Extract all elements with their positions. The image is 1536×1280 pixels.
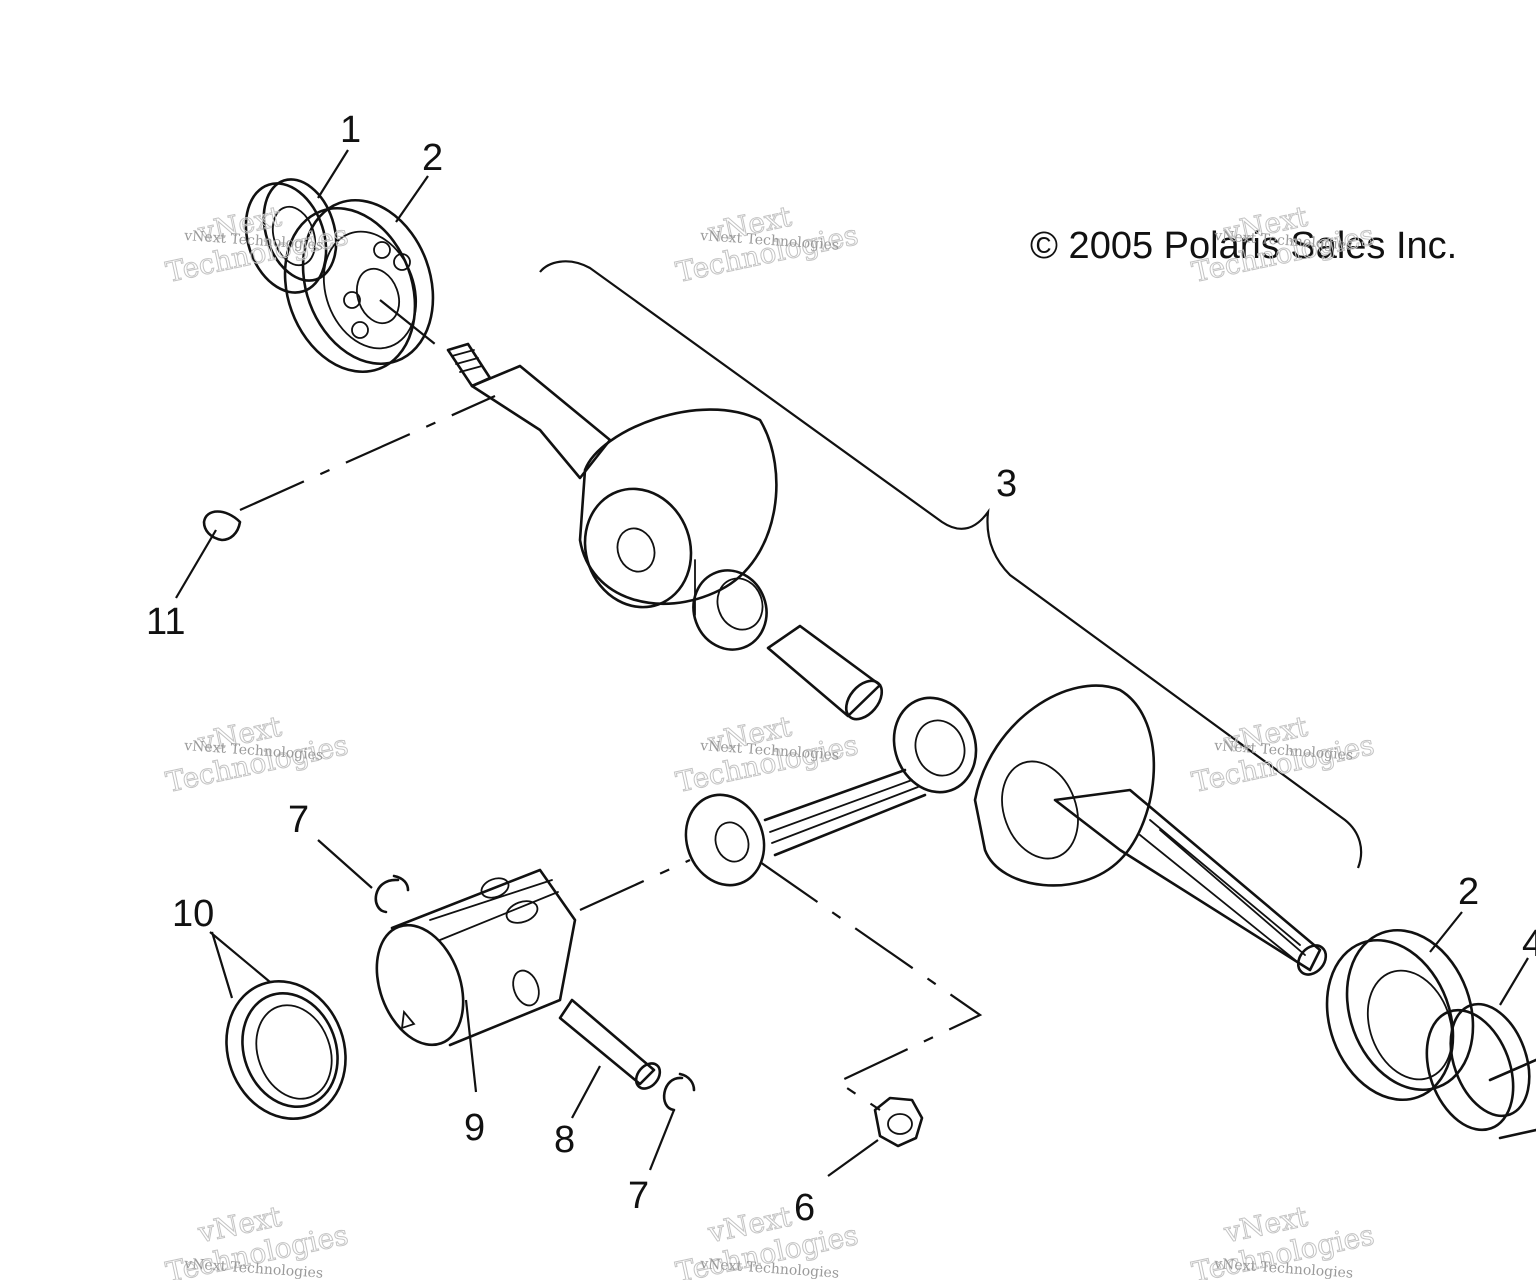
part-3-crankshaft-right[interactable] bbox=[973, 684, 1331, 980]
assembly-line-shaft bbox=[379, 299, 441, 349]
assembly-line-key bbox=[239, 394, 496, 512]
crank-pin[interactable] bbox=[766, 624, 889, 726]
part-2-bearing-upper[interactable] bbox=[263, 182, 455, 390]
callout-11: 11 bbox=[146, 601, 185, 643]
connecting-rod[interactable] bbox=[674, 686, 989, 896]
callout-labels: 1 2 3 11 7 10 2 4 9 8 7 6 bbox=[146, 109, 1536, 1229]
part-3-crankshaft-left[interactable] bbox=[446, 342, 778, 622]
part-7-circlip-lower[interactable] bbox=[662, 1072, 696, 1112]
callout-6: 6 bbox=[794, 1187, 815, 1229]
callout-2-upper: 2 bbox=[422, 137, 443, 179]
part-7-circlip-upper[interactable] bbox=[374, 874, 410, 914]
part-2-bearing-lower[interactable] bbox=[1306, 912, 1495, 1117]
assembly-line-rod-nut bbox=[759, 861, 983, 1111]
needle-bearing[interactable] bbox=[682, 560, 777, 660]
crankshaft-assembly-brace bbox=[539, 260, 1363, 869]
assembly-line-piston-rod bbox=[579, 858, 691, 912]
callout-2-lower: 2 bbox=[1458, 871, 1479, 913]
callout-10: 10 bbox=[172, 893, 214, 935]
leader-lines bbox=[175, 149, 1529, 1177]
callout-3: 3 bbox=[996, 463, 1017, 505]
part-11-woodruff-key[interactable] bbox=[202, 510, 242, 542]
part-6-nut[interactable] bbox=[873, 1096, 924, 1148]
watermarks: vNext Technologies vNext Technologies vN… bbox=[162, 199, 1377, 1280]
callout-8: 8 bbox=[554, 1119, 575, 1161]
part-8-piston-pin[interactable] bbox=[558, 998, 665, 1093]
callout-4: 4 bbox=[1522, 923, 1536, 965]
copyright-notice: © 2005 Polaris Sales Inc. bbox=[1030, 225, 1457, 267]
callout-1: 1 bbox=[340, 109, 361, 151]
part-10-piston-rings[interactable] bbox=[208, 964, 365, 1135]
callout-9: 9 bbox=[464, 1107, 485, 1149]
callout-7-upper: 7 bbox=[288, 799, 309, 841]
callout-7-lower: 7 bbox=[628, 1175, 649, 1217]
part-9-piston[interactable] bbox=[361, 868, 577, 1057]
part-4-oil-seal[interactable] bbox=[1411, 993, 1536, 1142]
